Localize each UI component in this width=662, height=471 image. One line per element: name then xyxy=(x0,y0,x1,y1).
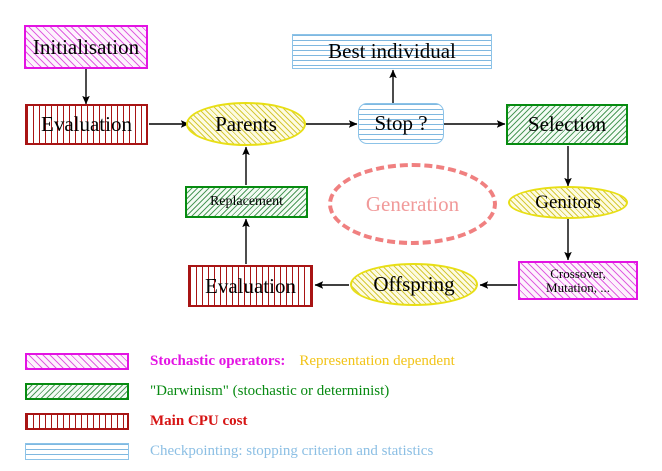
node-best-individual-label: Best individual xyxy=(328,39,456,64)
legend-row-checkpointing: Checkpointing: stopping criterion and st… xyxy=(25,438,645,464)
node-initialisation-label: Initialisation xyxy=(32,34,140,59)
node-evaluation-top-label: Evaluation xyxy=(41,112,132,137)
node-evaluation-bottom[interactable]: Evaluation xyxy=(188,265,313,307)
legend-swatch-blue-horizontal-hatch xyxy=(25,442,129,460)
node-parents-label: Parents xyxy=(215,111,277,136)
node-best-individual[interactable]: Best individual xyxy=(292,34,492,69)
node-selection-label: Selection xyxy=(527,112,607,137)
legend-swatch-red-vertical-hatch xyxy=(25,412,129,430)
legend-row-cpu-cost: Main CPU cost xyxy=(25,408,645,434)
node-variation-label-line1: Crossover, xyxy=(550,265,606,281)
node-evaluation-top[interactable]: Evaluation xyxy=(25,104,148,145)
legend-label-darwinism: "Darwinism" (stochastic or determinist) xyxy=(150,382,390,399)
node-generation-label: Generation xyxy=(365,191,460,216)
node-replacement-label: Replacement xyxy=(209,193,284,209)
legend-text-stochastic: Stochastic operators: Representation depe… xyxy=(150,353,455,370)
node-variation-label-line2: Mutation, ... xyxy=(546,279,610,295)
node-generation: Generation xyxy=(328,163,497,245)
node-replacement[interactable]: Replacement xyxy=(185,186,308,218)
node-stop[interactable]: Stop ? xyxy=(358,103,444,144)
node-stop-label: Stop ? xyxy=(374,111,428,136)
legend-label-main-cpu-cost: Main CPU cost xyxy=(150,412,248,429)
node-variation[interactable]: Crossover, Mutation, ... xyxy=(518,261,638,300)
node-parents[interactable]: Parents xyxy=(186,102,306,146)
node-genitors-label: Genitors xyxy=(535,191,601,213)
legend-swatch-green-diagonal-hatch xyxy=(25,382,129,400)
legend-label-checkpointing: Checkpointing: stopping criterion and st… xyxy=(150,442,434,459)
legend-row-darwinism: "Darwinism" (stochastic or determinist) xyxy=(25,378,645,404)
legend-label-stochastic-operators: Stochastic operators: xyxy=(150,352,286,369)
node-initialisation[interactable]: Initialisation xyxy=(24,25,148,69)
legend-swatch-magenta-diagonal-hatch xyxy=(25,352,129,370)
legend: Stochastic operators: Representation depe… xyxy=(25,348,645,468)
node-genitors[interactable]: Genitors xyxy=(508,186,628,219)
node-evaluation-bottom-label: Evaluation xyxy=(205,273,296,298)
node-selection[interactable]: Selection xyxy=(506,104,628,145)
node-offspring-label: Offspring xyxy=(373,272,455,297)
legend-row-stochastic: Stochastic operators: Representation depe… xyxy=(25,348,645,374)
node-offspring[interactable]: Offspring xyxy=(350,263,478,306)
legend-label-representation-dependent: Representation dependent xyxy=(299,352,455,369)
